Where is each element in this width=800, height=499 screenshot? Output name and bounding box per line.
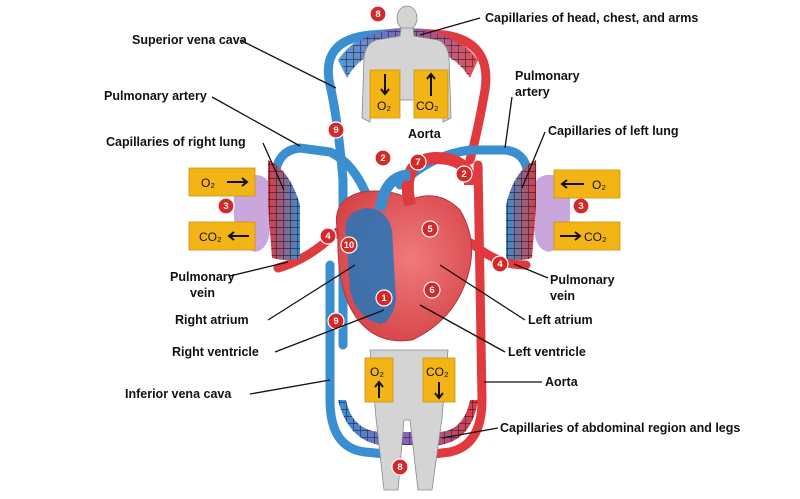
inferior-vena-cava-vessel [325, 260, 400, 460]
pulmonary-trunk [374, 169, 411, 211]
label-superior-vena-cava: Superior vena cava [132, 33, 248, 47]
gas-label: CO₂ [584, 230, 607, 244]
gas-box-rlung-o2: O₂ [188, 167, 256, 197]
gas-label: O₂ [592, 178, 606, 192]
arrow-icon [560, 179, 584, 189]
marker-m9-upper: 9 [327, 121, 345, 139]
marker-number: 8 [375, 9, 380, 20]
marker-number: 6 [429, 285, 434, 296]
marker-number: 7 [415, 157, 420, 168]
label-right-atrium: Right atrium [175, 313, 249, 327]
label-pulmonary-artery-right-line1: Pulmonary [515, 69, 580, 83]
marker-m2-left: 2 [374, 149, 392, 167]
gas-label: O₂ [377, 99, 391, 113]
gas-box-leg-o2: O₂ [364, 357, 394, 403]
marker-m2-right: 2 [455, 165, 473, 183]
arrow-icon [560, 231, 582, 241]
label-left-ventricle: Left ventricle [508, 345, 586, 359]
marker-m6: 6 [423, 281, 441, 299]
arrow-icon [227, 231, 249, 241]
label-pulmonary-artery-left: Pulmonary artery [104, 89, 207, 103]
gas-boxes: O₂ CO₂ O₂ CO₂ O₂ CO₂ O₂ CO₂ [188, 69, 621, 403]
lower-systemic-loop [325, 160, 487, 460]
labels: Superior vena cava Capillaries of head, … [104, 11, 740, 435]
marker-number: 5 [427, 224, 433, 235]
marker-number: 3 [223, 201, 228, 212]
label-inferior-vena-cava: Inferior vena cava [125, 387, 232, 401]
gas-label: O₂ [201, 176, 215, 190]
marker-number: 4 [497, 259, 503, 270]
marker-number: 9 [333, 125, 338, 136]
label-aorta-top: Aorta [408, 127, 442, 141]
marker-number: 8 [397, 462, 402, 473]
marker-m4-right: 4 [491, 255, 509, 273]
marker-number: 9 [333, 316, 338, 327]
aorta-arch-vessel [413, 28, 491, 165]
label-left-atrium: Left atrium [528, 313, 593, 327]
marker-number: 2 [461, 169, 466, 180]
label-capillaries-right-lung: Capillaries of right lung [106, 135, 246, 149]
gas-label: O₂ [370, 365, 384, 379]
gas-box-llung-co2: CO₂ [553, 221, 621, 251]
label-pulmonary-vein-left-line1: Pulmonary [170, 270, 235, 284]
marker-number: 4 [325, 231, 331, 242]
arrow-icon [374, 380, 384, 398]
heart [336, 151, 476, 342]
label-pulmonary-artery-right-line2: artery [515, 85, 550, 99]
gas-box-head-co2: CO₂ [413, 69, 449, 119]
gas-label: CO₂ [426, 365, 449, 379]
arrow-icon [380, 74, 390, 96]
arrow-icon [426, 72, 436, 96]
label-pulmonary-vein-right-line2: vein [550, 289, 575, 303]
gas-box-rlung-co2: CO₂ [188, 221, 256, 251]
marker-number: 2 [380, 153, 385, 164]
gas-box-head-o2: O₂ [369, 69, 401, 119]
marker-m1: 1 [375, 289, 393, 307]
label-right-ventricle: Right ventricle [172, 345, 259, 359]
marker-m10: 10 [340, 236, 358, 254]
gas-box-llung-o2: O₂ [553, 169, 621, 199]
marker-m8-top: 8 [369, 5, 387, 23]
right-pulmonary-vein-vessel [273, 225, 345, 273]
label-capillaries-left-lung: Capillaries of left lung [548, 124, 679, 138]
marker-number: 10 [344, 240, 355, 251]
marker-m3-left: 3 [217, 197, 235, 215]
marker-m7: 7 [409, 153, 427, 171]
flow-markers: 8 9 2 7 2 3 3 4 4 10 5 6 1 9 8 [217, 5, 590, 476]
gas-label: CO₂ [416, 99, 439, 113]
marker-m5: 5 [421, 220, 439, 238]
label-aorta-bottom: Aorta [545, 375, 579, 389]
marker-m3-right: 3 [572, 197, 590, 215]
label-pulmonary-vein-right-line1: Pulmonary [550, 273, 615, 287]
gas-box-leg-co2: CO₂ [422, 357, 456, 403]
gas-label: CO₂ [199, 230, 222, 244]
marker-m4-left: 4 [319, 227, 337, 245]
leader-lines [211, 17, 549, 439]
marker-m8-bottom: 8 [391, 458, 409, 476]
label-capillaries-head: Capillaries of head, chest, and arms [485, 11, 698, 25]
arrow-icon [227, 177, 249, 187]
label-pulmonary-vein-left-line2: vein [190, 286, 215, 300]
marker-number: 1 [381, 293, 387, 304]
right-pulmonary-artery-vessel [267, 143, 377, 215]
descending-aorta-vessel [420, 160, 487, 460]
marker-number: 3 [578, 201, 583, 212]
arrow-icon [434, 382, 444, 400]
label-capillaries-abdominal: Capillaries of abdominal region and legs [500, 421, 740, 435]
